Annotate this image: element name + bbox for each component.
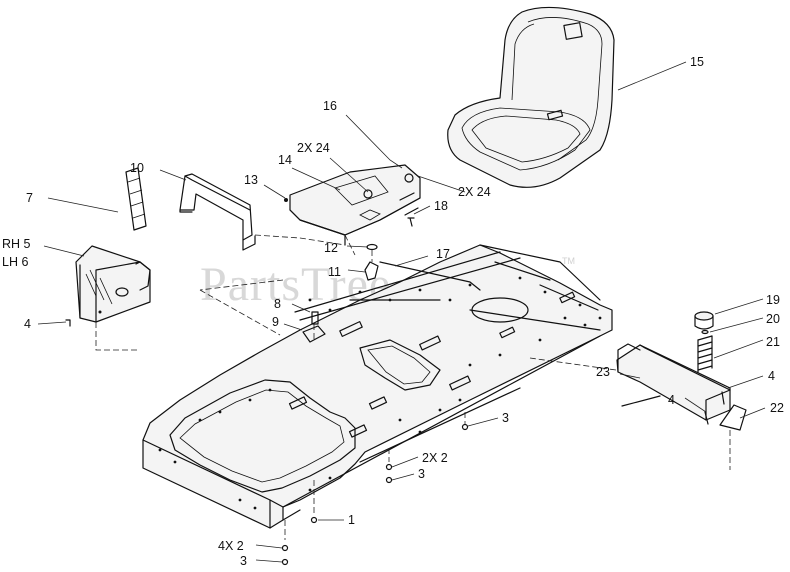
callout-17: 17 <box>436 247 450 261</box>
leader-lines <box>37 61 766 563</box>
callout-7: 7 <box>26 191 33 205</box>
callout-21: 21 <box>766 335 780 349</box>
rod <box>379 261 481 291</box>
seat <box>447 6 615 188</box>
callout-2x24-right: 2X 24 <box>458 185 491 199</box>
callout-18: 18 <box>434 199 448 213</box>
callouts: 15 16 2X 24 14 2X 24 10 13 18 7 12 17 RH… <box>2 55 784 568</box>
callout-3-upper: 3 <box>502 411 509 425</box>
callout-16: 16 <box>323 99 337 113</box>
hardware <box>65 198 469 566</box>
adjustment-strip <box>125 167 147 231</box>
watermark-trademark: TM <box>562 256 575 266</box>
seat-pan <box>289 164 421 246</box>
callout-2x24-top: 2X 24 <box>297 141 330 155</box>
side-plate <box>75 245 151 323</box>
callout-lh6: LH 6 <box>2 255 28 269</box>
callout-9: 9 <box>272 315 279 329</box>
rear-bracket <box>616 311 747 431</box>
callout-1: 1 <box>348 513 355 527</box>
assembly-lines <box>95 234 731 540</box>
callout-8: 8 <box>274 297 281 311</box>
callout-4-left: 4 <box>24 317 31 331</box>
callout-12: 12 <box>324 241 338 255</box>
callout-3-lower: 3 <box>240 554 247 568</box>
callout-20: 20 <box>766 312 780 326</box>
callout-4-mid: 4 <box>668 393 675 407</box>
callout-13: 13 <box>244 173 258 187</box>
callout-22: 22 <box>770 401 784 415</box>
seat-support-bracket <box>179 173 256 251</box>
main-frame <box>142 244 613 529</box>
callout-14: 14 <box>278 153 292 167</box>
callout-11: 11 <box>328 265 341 279</box>
callout-rh5: RH 5 <box>2 237 31 251</box>
callout-4x2: 4X 2 <box>218 539 244 553</box>
callout-2x2: 2X 2 <box>422 451 448 465</box>
callout-15: 15 <box>690 55 704 69</box>
callout-10: 10 <box>130 161 144 175</box>
callout-19: 19 <box>766 293 780 307</box>
callout-23: 23 <box>596 365 610 379</box>
callout-3-middle: 3 <box>418 467 425 481</box>
callout-4-right: 4 <box>768 369 775 383</box>
